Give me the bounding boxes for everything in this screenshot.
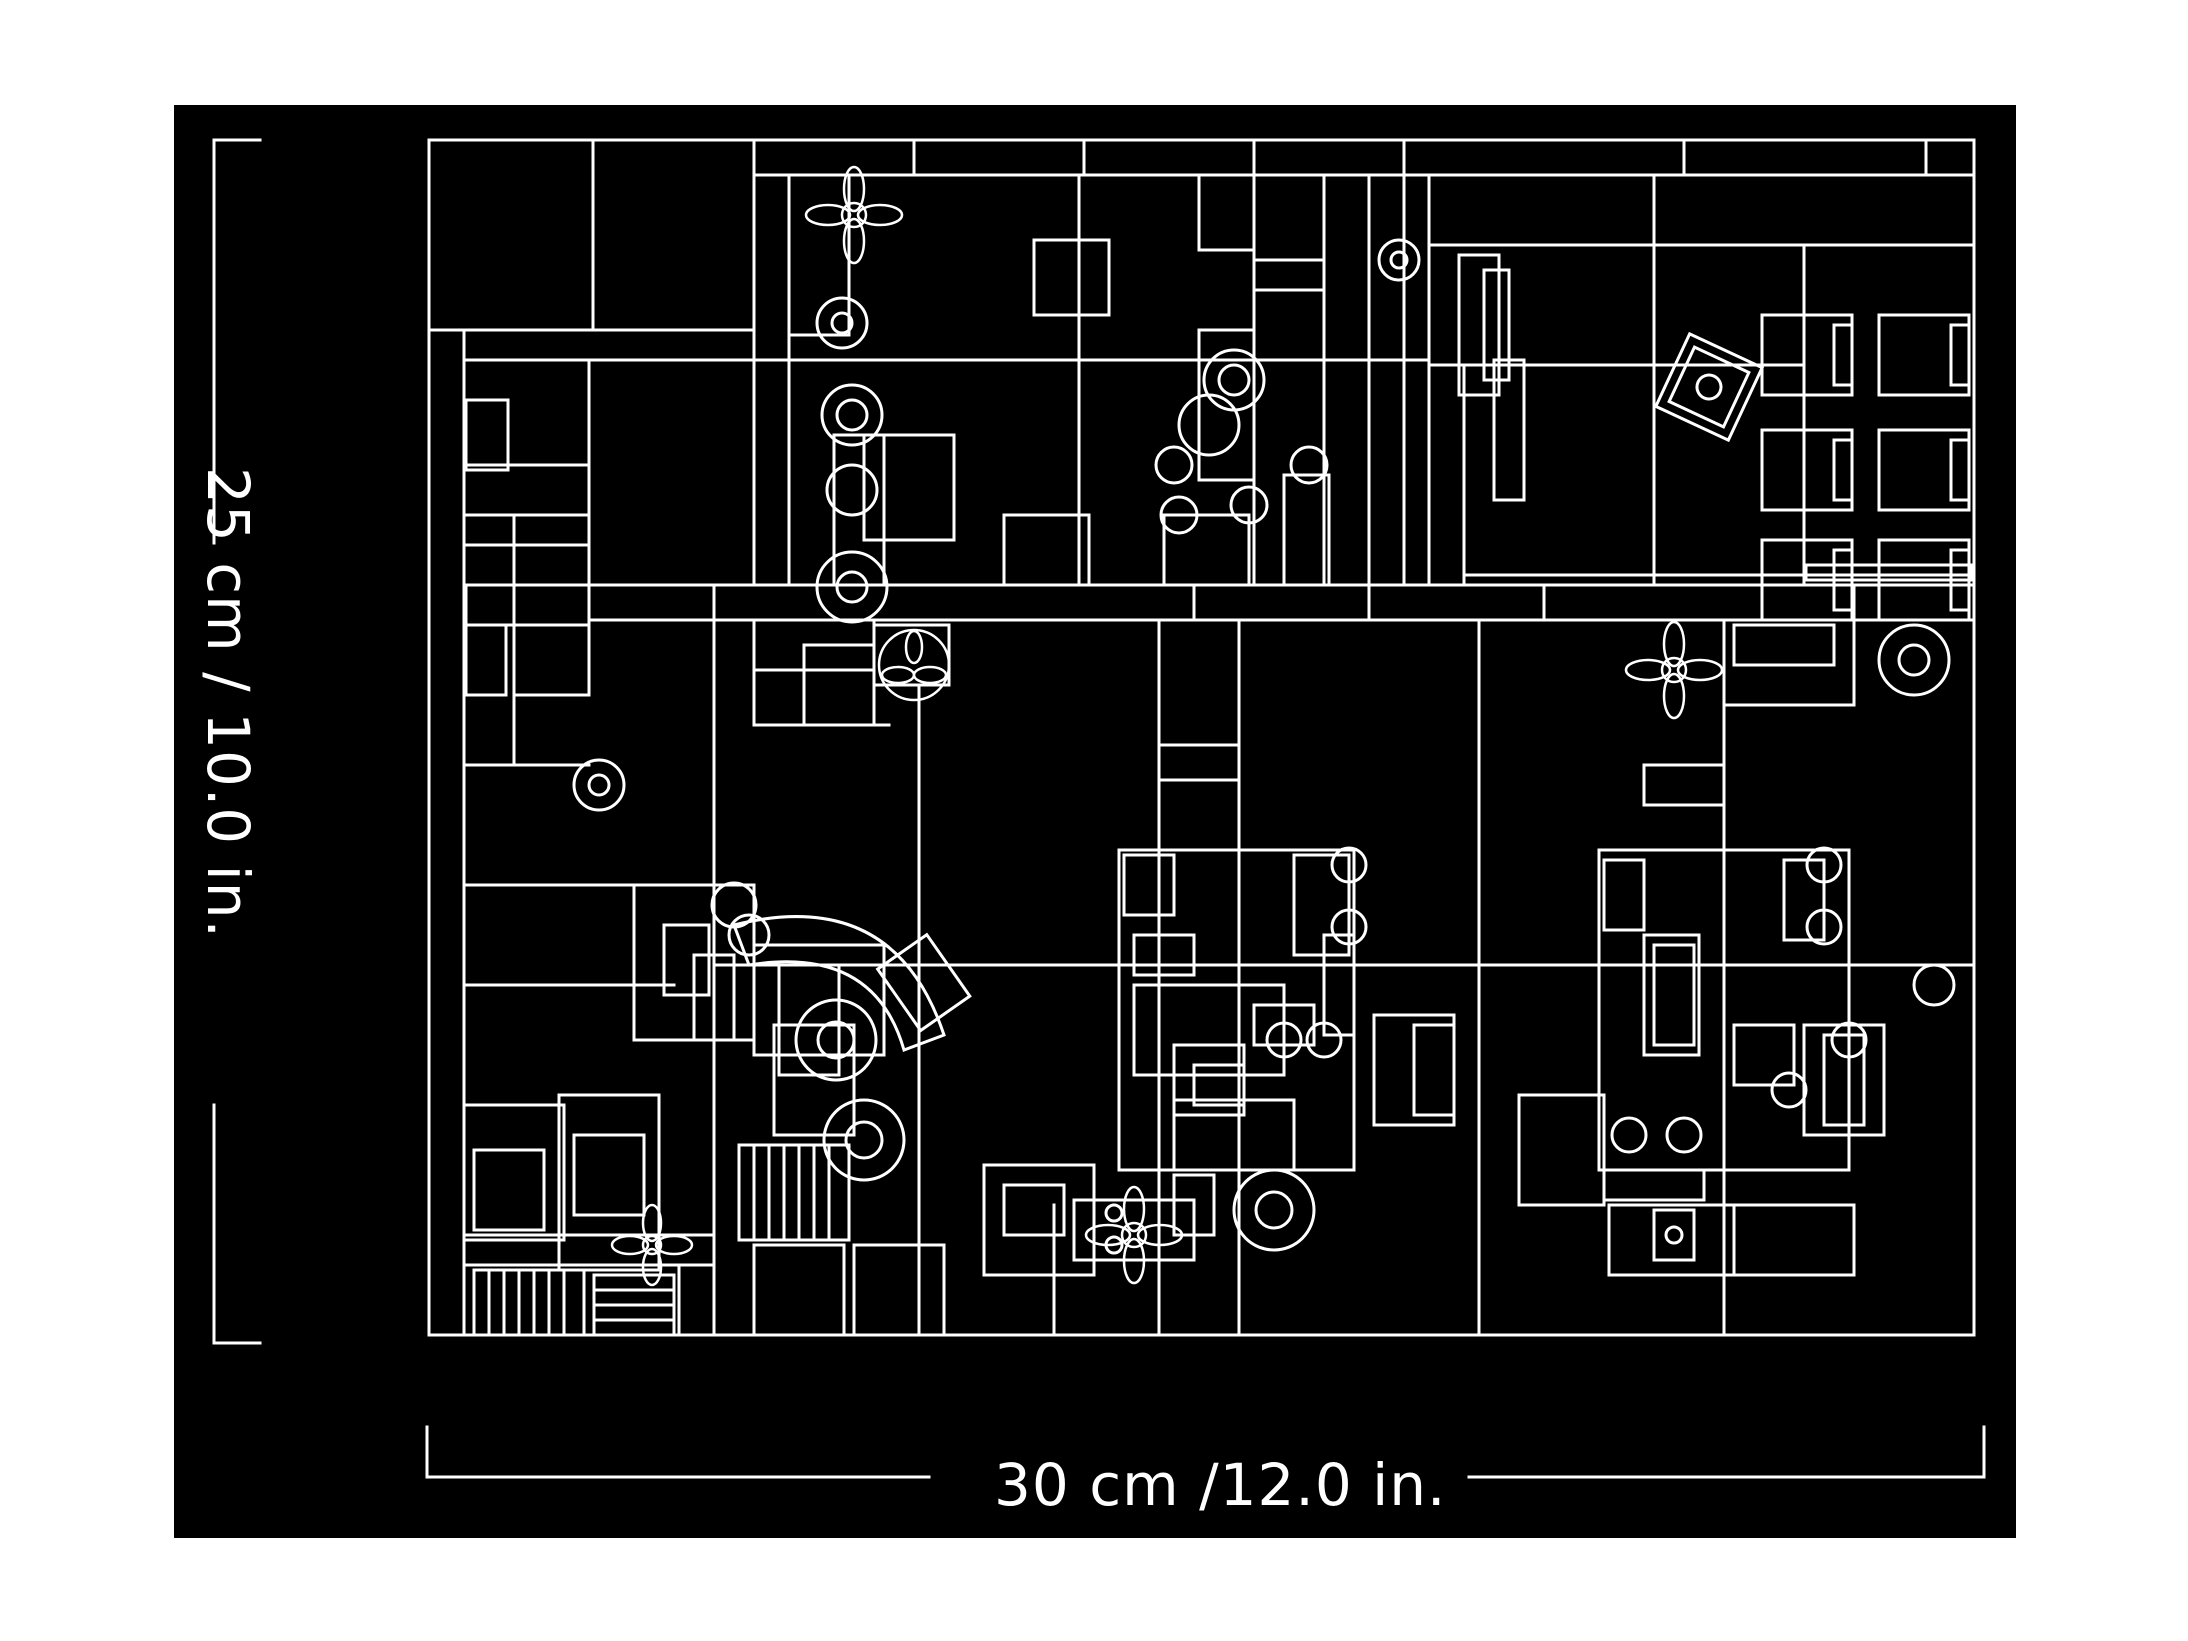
plant-icon [610, 165, 1724, 1287]
width-dimension-label: 30 cm /12.0 in. [994, 1451, 1447, 1519]
stair-lower [737, 1143, 851, 1242]
width-dimension-bracket [425, 1425, 1986, 1479]
height-dimension-bracket [212, 138, 262, 1345]
stair-left [472, 1268, 586, 1337]
floor-plan-drawing [212, 138, 1986, 1479]
plan-panel: 30 cm /12.0 in. 25 cm / 10.0 in. [174, 105, 2016, 1538]
stair-middle [592, 1273, 676, 1337]
plan-outline [427, 138, 1976, 1337]
height-dimension-label: 25 cm / 10.0 in. [194, 467, 262, 939]
